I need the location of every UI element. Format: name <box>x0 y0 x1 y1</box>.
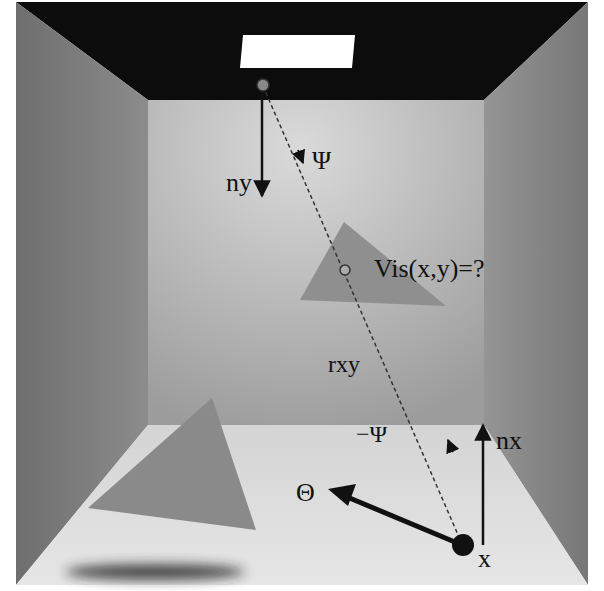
point-x <box>452 534 474 556</box>
light-source <box>240 35 355 68</box>
math-label: Vis(x,y)=? <box>374 256 485 282</box>
math-label: −Ψ <box>356 422 387 446</box>
theta-arrow-shaft <box>340 494 462 545</box>
math-label: rxy <box>328 352 360 376</box>
math-label: nx <box>496 428 522 454</box>
ray-line <box>263 86 462 544</box>
shadow <box>65 564 245 580</box>
theta-arrowhead <box>328 484 356 506</box>
floor-triangle <box>88 398 256 530</box>
math-label: x <box>478 546 491 572</box>
math-label: ny <box>226 170 252 196</box>
normal-y-arrow <box>261 92 264 196</box>
minus-psi-arrow <box>448 440 453 452</box>
back-wall <box>148 100 484 425</box>
psi-arrow <box>298 150 303 163</box>
math-label: Ψ <box>312 148 331 174</box>
math-label: Θ <box>296 480 315 506</box>
intersection-point <box>340 265 350 275</box>
point-y <box>257 79 269 91</box>
normal-x-arrow <box>482 425 485 545</box>
